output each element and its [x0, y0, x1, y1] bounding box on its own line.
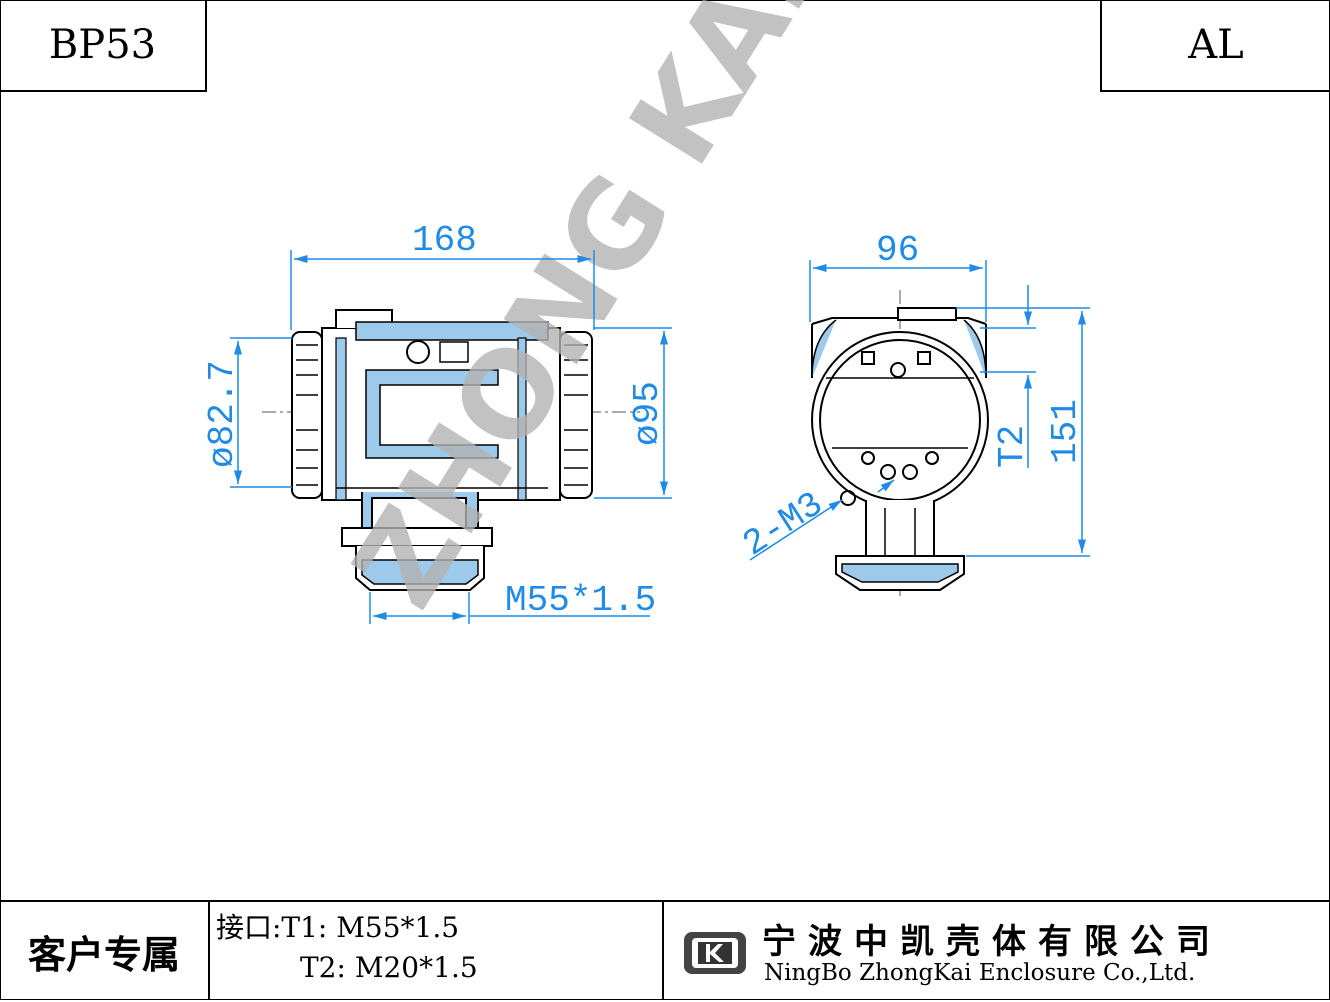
- technical-drawing: ZHONG KAI 168 ø82.7 ø95 M55*1.5 96: [202, 0, 1090, 630]
- dimension-lines: [230, 250, 1090, 624]
- model-number: BP53: [0, 0, 207, 92]
- side-view: [811, 290, 989, 596]
- port-line-2: T2: M20*1.5: [300, 951, 478, 984]
- dim-port-t2: T2: [992, 425, 1033, 468]
- port-spec: 接口:T1: M55*1.5 T2: M20*1.5: [216, 908, 656, 988]
- dim-width-front: 168: [412, 220, 477, 261]
- material-code: AL: [1100, 0, 1330, 92]
- company-logo-icon: [684, 932, 746, 974]
- title-block: 客户专属 接口:T1: M55*1.5 T2: M20*1.5 宁波中凯壳体有限…: [0, 900, 1330, 1002]
- port-line-1: 接口:T1: M55*1.5: [216, 911, 460, 944]
- company-name-cn: 宁波中凯壳体有限公司: [762, 922, 1222, 962]
- dim-diameter-right: ø95: [627, 381, 668, 446]
- dim-screw: 2-M3: [736, 484, 831, 565]
- dim-width-side: 96: [876, 230, 919, 271]
- dim-diameter-left: ø82.7: [202, 360, 243, 468]
- dim-thread-bottom: M55*1.5: [505, 580, 656, 621]
- customer-label: 客户专属: [0, 902, 210, 1000]
- front-view: [262, 309, 640, 591]
- company-name-en: NingBo ZhongKai Enclosure Co.,Ltd.: [764, 960, 1196, 986]
- dim-height-side: 151: [1045, 399, 1086, 464]
- company-block: 宁波中凯壳体有限公司 NingBo ZhongKai Enclosure Co.…: [662, 902, 1330, 1000]
